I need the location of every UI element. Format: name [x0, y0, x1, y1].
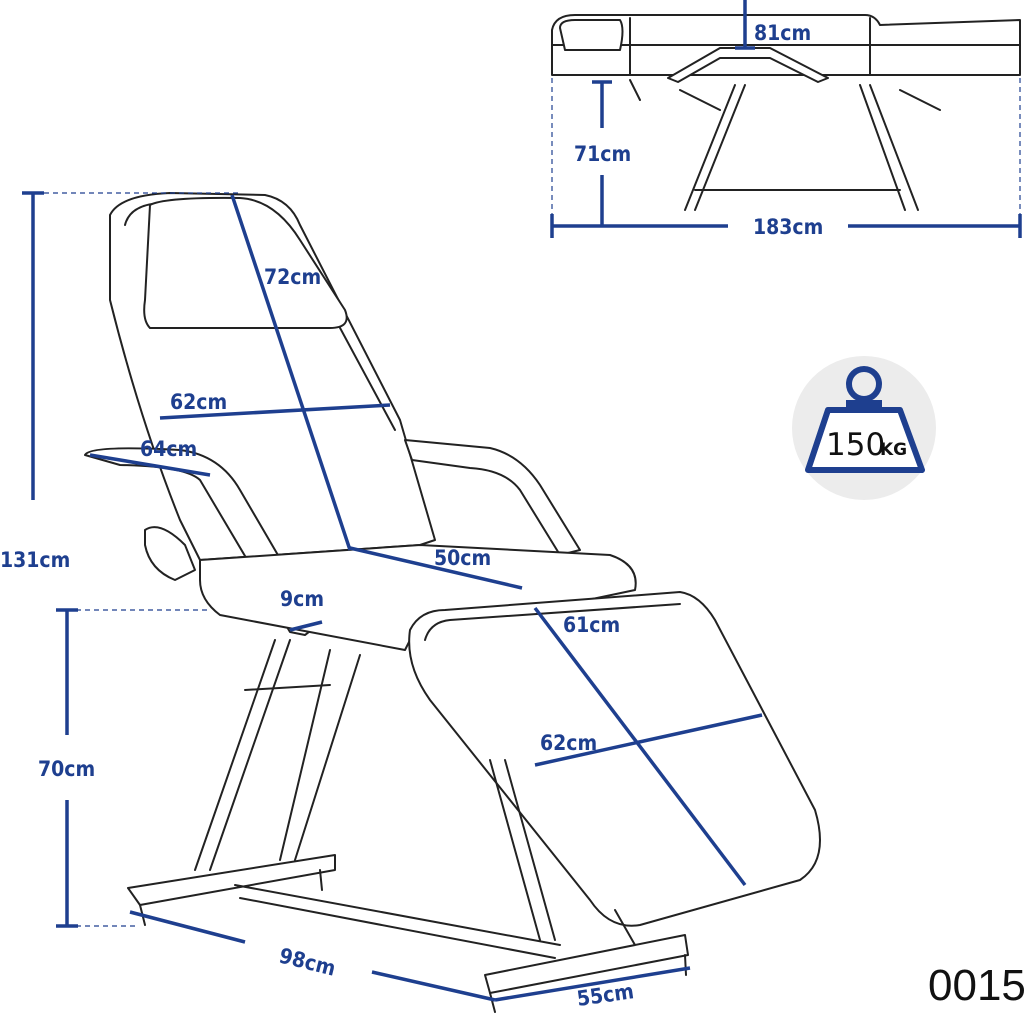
label-base-length: 98cm: [277, 944, 338, 981]
chair-illustration: [84, 192, 821, 1013]
weight-unit: KG: [880, 440, 907, 460]
label-backrest-length: 72cm: [264, 265, 321, 289]
label-armrest-length: 64cm: [140, 437, 197, 461]
dimension-lines: [22, 191, 763, 1002]
label-flat-length: 183cm: [753, 215, 823, 239]
label-total-height: 131cm: [0, 548, 70, 572]
flat-view-dimensions: 183cm 71cm 81cm: [550, 0, 1022, 239]
label-legrest-length: 61cm: [563, 613, 620, 637]
dimension-labels: 131cm 70cm 72cm 62cm 64cm 50cm 9cm 61cm …: [0, 265, 635, 1011]
label-legrest-width: 62cm: [540, 731, 597, 755]
label-seat-height: 70cm: [38, 757, 95, 781]
label-flat-width: 81cm: [754, 21, 811, 45]
label-armrest-width: 9cm: [280, 587, 324, 611]
flat-view-illustration: [551, 14, 1021, 211]
weight-icon: [846, 366, 882, 402]
weight-capacity-badge: 150 KG: [792, 356, 936, 500]
label-flat-height: 71cm: [574, 142, 631, 166]
label-backrest-width: 62cm: [170, 390, 227, 414]
product-code: 0015: [928, 961, 1024, 1010]
weight-value: 150: [826, 427, 885, 463]
label-seat-depth: 50cm: [434, 546, 491, 570]
